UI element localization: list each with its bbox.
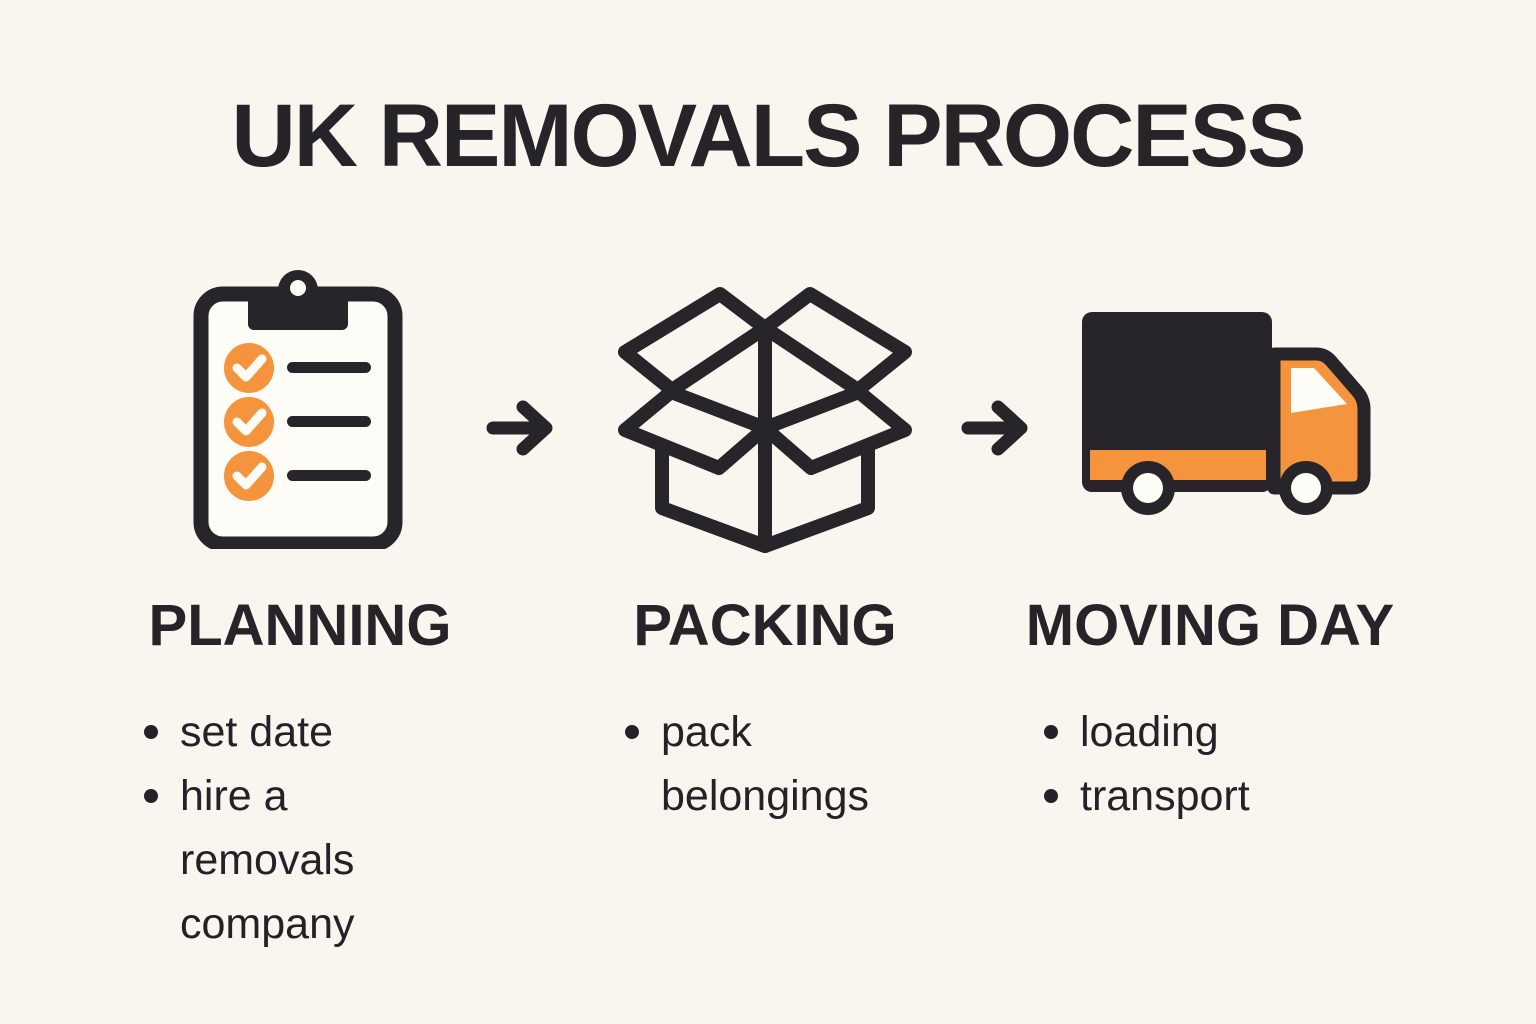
packing-bullet-list: pack belongings <box>625 700 935 828</box>
list-item: pack belongings <box>625 700 901 828</box>
wheel <box>1121 461 1175 515</box>
check-circle-row <box>224 397 371 447</box>
moving-truck-icon <box>1082 312 1371 515</box>
step-packing: PACKING pack belongings <box>595 596 935 828</box>
check-circle-row <box>224 343 371 393</box>
step-moving-day: MOVING DAY loading transport <box>1010 596 1410 828</box>
open-box-icon <box>618 287 912 553</box>
list-item: transport <box>1044 764 1360 828</box>
right-arrow-icon <box>486 400 553 456</box>
list-item: set date <box>144 700 385 764</box>
right-arrow-icon <box>961 400 1028 456</box>
planning-bullet-list: set date hire a removals company <box>144 700 470 956</box>
moving-day-bullet-list: loading transport <box>1044 700 1410 828</box>
step-planning: PLANNING set date hire a removals compan… <box>130 596 470 956</box>
step-heading-moving-day: MOVING DAY <box>1025 593 1395 658</box>
clipboard-checklist-icon <box>193 270 403 549</box>
list-item: loading <box>1044 700 1360 764</box>
check-circle-row <box>224 451 371 501</box>
step-heading-planning: PLANNING <box>148 593 452 658</box>
step-heading-packing: PACKING <box>633 593 897 658</box>
list-item: hire a removals company <box>144 764 385 956</box>
page-title: UK REMOVALS PROCESS <box>231 85 1307 185</box>
wheel <box>1279 461 1333 515</box>
